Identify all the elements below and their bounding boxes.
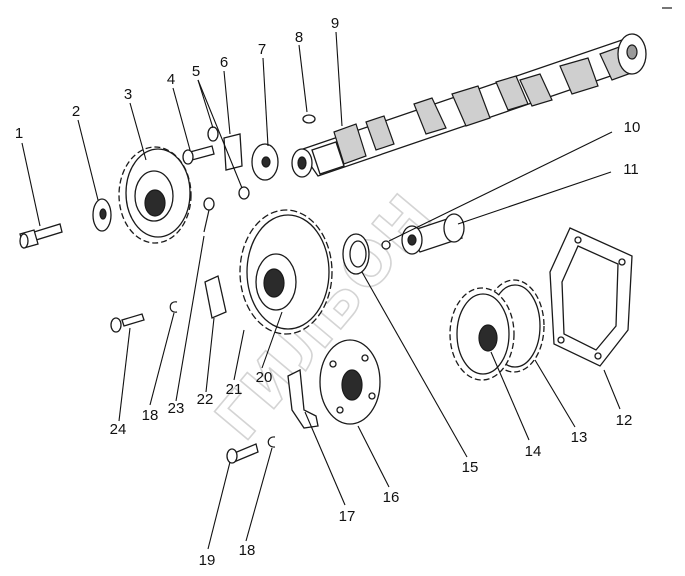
lock-plate-6 <box>223 133 243 171</box>
bolt-23 <box>203 197 215 233</box>
callout-labels: 1 2 3 4 5 6 7 8 9 10 11 12 13 14 15 16 1… <box>15 15 641 569</box>
bolt-1 <box>19 223 63 249</box>
gear-3 <box>118 146 192 244</box>
callout-2: 2 <box>72 103 80 120</box>
callout-5: 5 <box>192 63 200 80</box>
thrust-washer-7 <box>251 143 279 181</box>
callout-8: 8 <box>295 29 303 46</box>
callout-21: 21 <box>226 381 243 398</box>
watermark: ГИЛЬОН <box>202 180 448 454</box>
callout-15: 15 <box>462 459 479 476</box>
callout-11: 11 <box>623 161 639 178</box>
callout-22: 22 <box>197 391 214 408</box>
bolt-19 <box>226 443 259 464</box>
callout-16: 16 <box>383 489 400 506</box>
callout-4: 4 <box>167 71 175 88</box>
washer-2 <box>92 198 112 232</box>
callout-20: 20 <box>256 369 273 386</box>
camshaft-lobes <box>333 45 635 165</box>
washer-5a <box>207 126 219 142</box>
callout-10: 10 <box>624 119 641 136</box>
callout-1: 1 <box>15 125 23 142</box>
camshaft <box>291 33 647 178</box>
sleeve-11 <box>401 213 465 255</box>
callout-7: 7 <box>258 41 266 58</box>
circlip-18a <box>169 301 178 313</box>
callout-23: 23 <box>168 400 185 417</box>
callout-9: 9 <box>331 15 339 32</box>
callout-3: 3 <box>124 86 132 103</box>
callout-12: 12 <box>616 412 633 429</box>
bolt-24 <box>110 313 145 333</box>
callout-24: 24 <box>110 421 127 438</box>
callout-13: 13 <box>571 429 588 446</box>
callout-19: 19 <box>199 552 216 569</box>
woodruff-key <box>302 114 316 124</box>
ball-10 <box>381 240 391 250</box>
washer-5b <box>238 186 250 200</box>
gear-20 <box>239 209 333 335</box>
callout-14: 14 <box>525 443 542 460</box>
callout-17: 17 <box>339 508 356 525</box>
leader-lines <box>21 31 621 550</box>
watermark-text: ГИЛЬОН <box>202 181 447 454</box>
plate-22 <box>204 275 227 319</box>
callout-18-upper: 18 <box>142 407 159 424</box>
ring-15 <box>342 233 370 275</box>
bolt-4 <box>182 145 215 165</box>
callout-6: 6 <box>220 54 228 71</box>
callout-18-lower: 18 <box>239 542 256 559</box>
bracket-17 <box>287 368 319 429</box>
circlip-18b <box>267 436 276 448</box>
gear-14 <box>449 287 515 381</box>
flange-16 <box>319 339 381 425</box>
gasket-12 <box>549 227 633 367</box>
